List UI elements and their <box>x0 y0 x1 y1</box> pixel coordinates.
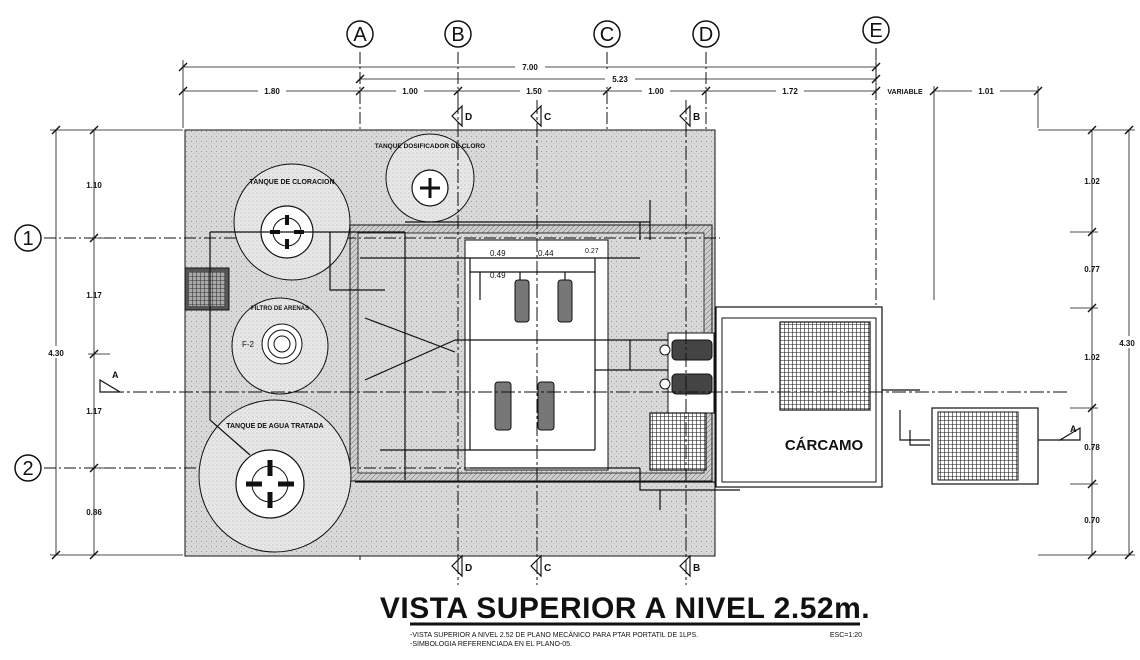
section-d-bottom: D <box>465 563 472 574</box>
section-c-top: C <box>544 112 551 123</box>
filter-cartridges <box>494 279 573 431</box>
left-dimensions <box>50 125 183 560</box>
grid-label-b: B <box>451 24 464 46</box>
dim-right-overall: 4.30 <box>1119 339 1135 348</box>
sump-carcamo: CÁRCAMO <box>715 306 883 488</box>
treated-water-tank: TANQUE DE AGUA TRATADA <box>198 399 352 553</box>
note-2: -SIMBOLOGIA REFERENCIADA EN EL PLANO-05. <box>410 641 572 648</box>
section-b-bottom: B <box>693 563 700 574</box>
dim-partial: 5.23 <box>612 75 628 84</box>
dim-seg-5: 1.72 <box>782 87 798 96</box>
right-dimensions <box>1038 125 1135 560</box>
dim-right-3: 1.02 <box>1084 353 1100 362</box>
section-c-bottom: C <box>544 563 551 574</box>
dim-left-3: 1.17 <box>86 407 102 416</box>
grid-label-2: 2 <box>22 458 33 480</box>
grid-label-e: E <box>869 20 882 42</box>
piping <box>209 200 1060 510</box>
blower-vent <box>189 272 225 306</box>
dim-left-2: 1.17 <box>86 291 102 300</box>
sump-label: CÁRCAMO <box>785 437 864 454</box>
grid-label-a: A <box>353 24 367 46</box>
section-a-right: A <box>1070 424 1077 434</box>
treated-tank-label: TANQUE DE AGUA TRATADA <box>226 423 323 430</box>
reactor-tank <box>349 224 713 482</box>
note-1: -VISTA SUPERIOR A NIVEL 2.52 DE PLANO ME… <box>410 630 698 639</box>
sand-filter-label: FILTRO DE ARENAS <box>251 306 309 312</box>
dim-right-1: 1.02 <box>1084 177 1100 186</box>
dim-right-5: 0.70 <box>1084 516 1100 525</box>
dim-variable: VARIABLE <box>887 89 923 96</box>
grid-label-c: C <box>600 24 614 46</box>
sand-filter: FILTRO DE ARENAS F-2 <box>231 297 329 395</box>
inner-dim-3: 0.49 <box>490 271 506 280</box>
inner-dim-1: 0.49 <box>490 249 506 258</box>
section-b-top: B <box>693 112 700 123</box>
floor-grate-small <box>649 412 707 471</box>
dim-seg-4: 1.00 <box>648 87 664 96</box>
dim-left-overall: 4.30 <box>48 349 64 358</box>
dim-seg-2: 1.00 <box>402 87 418 96</box>
section-a-left: A <box>112 370 119 380</box>
inner-dim-2: 0.44 <box>538 249 554 258</box>
dim-overall: 7.00 <box>522 63 538 72</box>
sump-grate <box>779 321 871 411</box>
dim-right-4: 0.78 <box>1084 443 1100 452</box>
dim-seg-3: 1.50 <box>526 87 542 96</box>
grid-row-1: 1 <box>14 224 720 252</box>
external-pit <box>931 407 1039 485</box>
dim-left-1: 1.10 <box>86 181 102 190</box>
dim-left-4: 0.86 <box>86 508 102 517</box>
section-d-top: D <box>465 112 472 123</box>
filter-tag: F-2 <box>242 340 255 349</box>
dosing-tank-label: TANQUE DOSIFICADOR DE CLORO <box>375 143 485 150</box>
dim-seg-1: 1.80 <box>264 87 280 96</box>
chlorination-tank: TANQUE DE CLORACION <box>233 163 351 281</box>
scale-label: ESC=1:20 <box>830 632 862 639</box>
dim-right-top: 1.01 <box>978 87 994 96</box>
grid-label-d: D <box>699 24 713 46</box>
drawing-title: VISTA SUPERIOR A NIVEL 2.52m. <box>380 592 870 625</box>
section-marks <box>99 104 1081 578</box>
chlorination-tank-label: TANQUE DE CLORACION <box>249 179 334 186</box>
grid-label-1: 1 <box>22 228 33 250</box>
dim-right-2: 0.77 <box>1084 265 1100 274</box>
pump-set <box>659 332 715 414</box>
inner-dim-4: 0.27 <box>585 248 599 255</box>
